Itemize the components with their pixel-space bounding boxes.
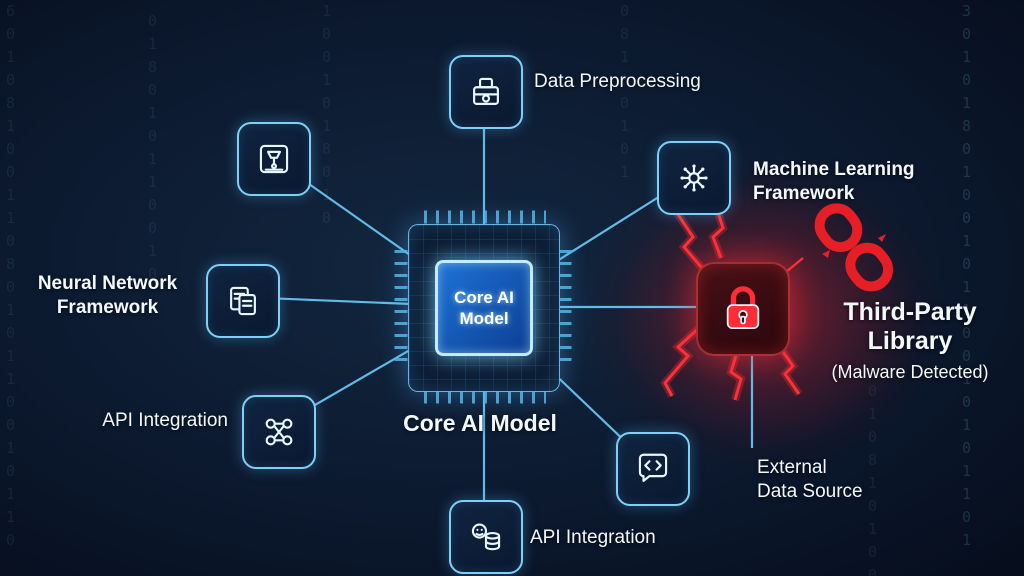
archive-box-icon (473, 77, 499, 105)
robot-database-icon (471, 523, 501, 551)
virus-network-icon (680, 164, 708, 192)
label-third-party-library: Third-Party Library (Malware Detected) (805, 298, 1015, 384)
label-data-preprocessing: Data Preprocessing (534, 71, 701, 92)
crack-lines (660, 196, 804, 402)
code-chat-icon (638, 453, 668, 482)
binary-column: 6 0 1 0 8 1 0 0 1 1 0 8 0 1 0 1 1 0 0 1 … (6, 2, 16, 549)
label-neural-network-framework: Neural Network Framework (37, 273, 178, 318)
chip-pins (394, 210, 572, 404)
node-fabricator (237, 122, 311, 196)
node-api-integration-bottom (449, 500, 523, 574)
network-nodes-icon (265, 418, 293, 446)
node-external-data-source (616, 432, 690, 506)
node-api-integration-left (242, 395, 316, 469)
node-machine-learning-framework (657, 141, 731, 215)
core-ai-chip-label: Core AI Model (435, 260, 533, 356)
core-ai-chip: Core AI Model (408, 224, 560, 392)
broken-chain-icon (814, 203, 894, 292)
core-ai-model-caption: Core AI Model (403, 410, 557, 436)
padlock-icon (726, 286, 760, 330)
label-external-data-source: External Data Source (757, 457, 863, 502)
node-third-party-library (696, 262, 790, 356)
node-data-preprocessing (449, 55, 523, 129)
node-neural-network-framework (206, 264, 280, 338)
fabricator-machine-icon (259, 144, 289, 174)
label-malware-detected: (Malware Detected) (831, 362, 989, 382)
documents-icon (230, 286, 256, 316)
label-api-integration-bottom: API Integration (530, 527, 656, 548)
label-api-integration-left: API Integration (102, 410, 228, 431)
label-machine-learning-framework: Machine Learning Framework (753, 159, 915, 204)
binary-column: 0 1 8 0 1 0 1 1 0 0 1 0 (148, 12, 158, 283)
